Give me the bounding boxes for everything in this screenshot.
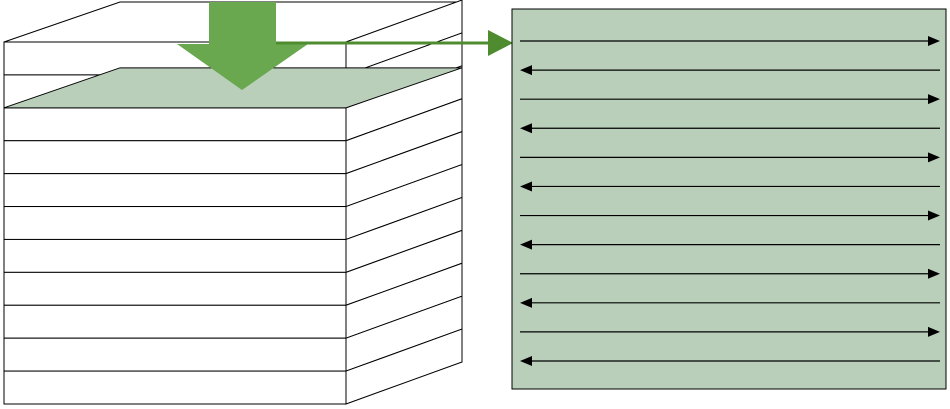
scan-line-arrowhead [520, 123, 532, 134]
stack-layer-front [3, 107, 347, 142]
scan-line-right [520, 210, 940, 221]
stack-layer-front [3, 238, 347, 273]
scan-line-left [520, 181, 940, 192]
stack-layer-front [3, 370, 347, 405]
scan-line-right [520, 94, 940, 105]
scan-panel-background [511, 8, 947, 390]
stack-layer-front [3, 337, 347, 372]
highlighted-layer-plane [3, 67, 463, 109]
scan-line-right [520, 152, 940, 163]
stack-layer-front [3, 173, 347, 208]
scan-line-arrowhead [928, 326, 940, 337]
scan-line-arrowhead [520, 356, 532, 366]
scan-line-left [520, 356, 940, 366]
scan-line-arrowhead [520, 181, 532, 192]
scan-line-arrowhead [520, 297, 532, 308]
scan-line-right [520, 326, 940, 337]
down-arrow-shape [177, 2, 308, 90]
layer-stack [3, 0, 463, 405]
scan-line-left [520, 239, 940, 250]
scan-panel [511, 8, 947, 390]
scan-line-right [520, 268, 940, 279]
scan-line-left [520, 123, 940, 134]
stack-layer-side [345, 328, 463, 405]
scan-line-arrowhead [520, 65, 532, 76]
connector-arrow [276, 30, 513, 56]
scan-line-arrowhead [520, 239, 532, 250]
scan-line-arrowhead [928, 36, 940, 46]
scan-line-arrowhead [928, 152, 940, 163]
stack-layer-front [3, 271, 347, 306]
scan-line-arrowhead [928, 268, 940, 279]
stack-layer-front [3, 304, 347, 339]
scan-line-right [520, 36, 940, 46]
stack-layer-front [3, 140, 347, 175]
connector-arrowhead [488, 30, 513, 56]
scan-line-left [520, 297, 940, 308]
scan-line-left [520, 65, 940, 76]
scan-line-arrowhead [928, 210, 940, 221]
scan-line-arrowhead [928, 94, 940, 105]
stack-layer-front [3, 206, 347, 240]
down-arrow [177, 2, 308, 90]
